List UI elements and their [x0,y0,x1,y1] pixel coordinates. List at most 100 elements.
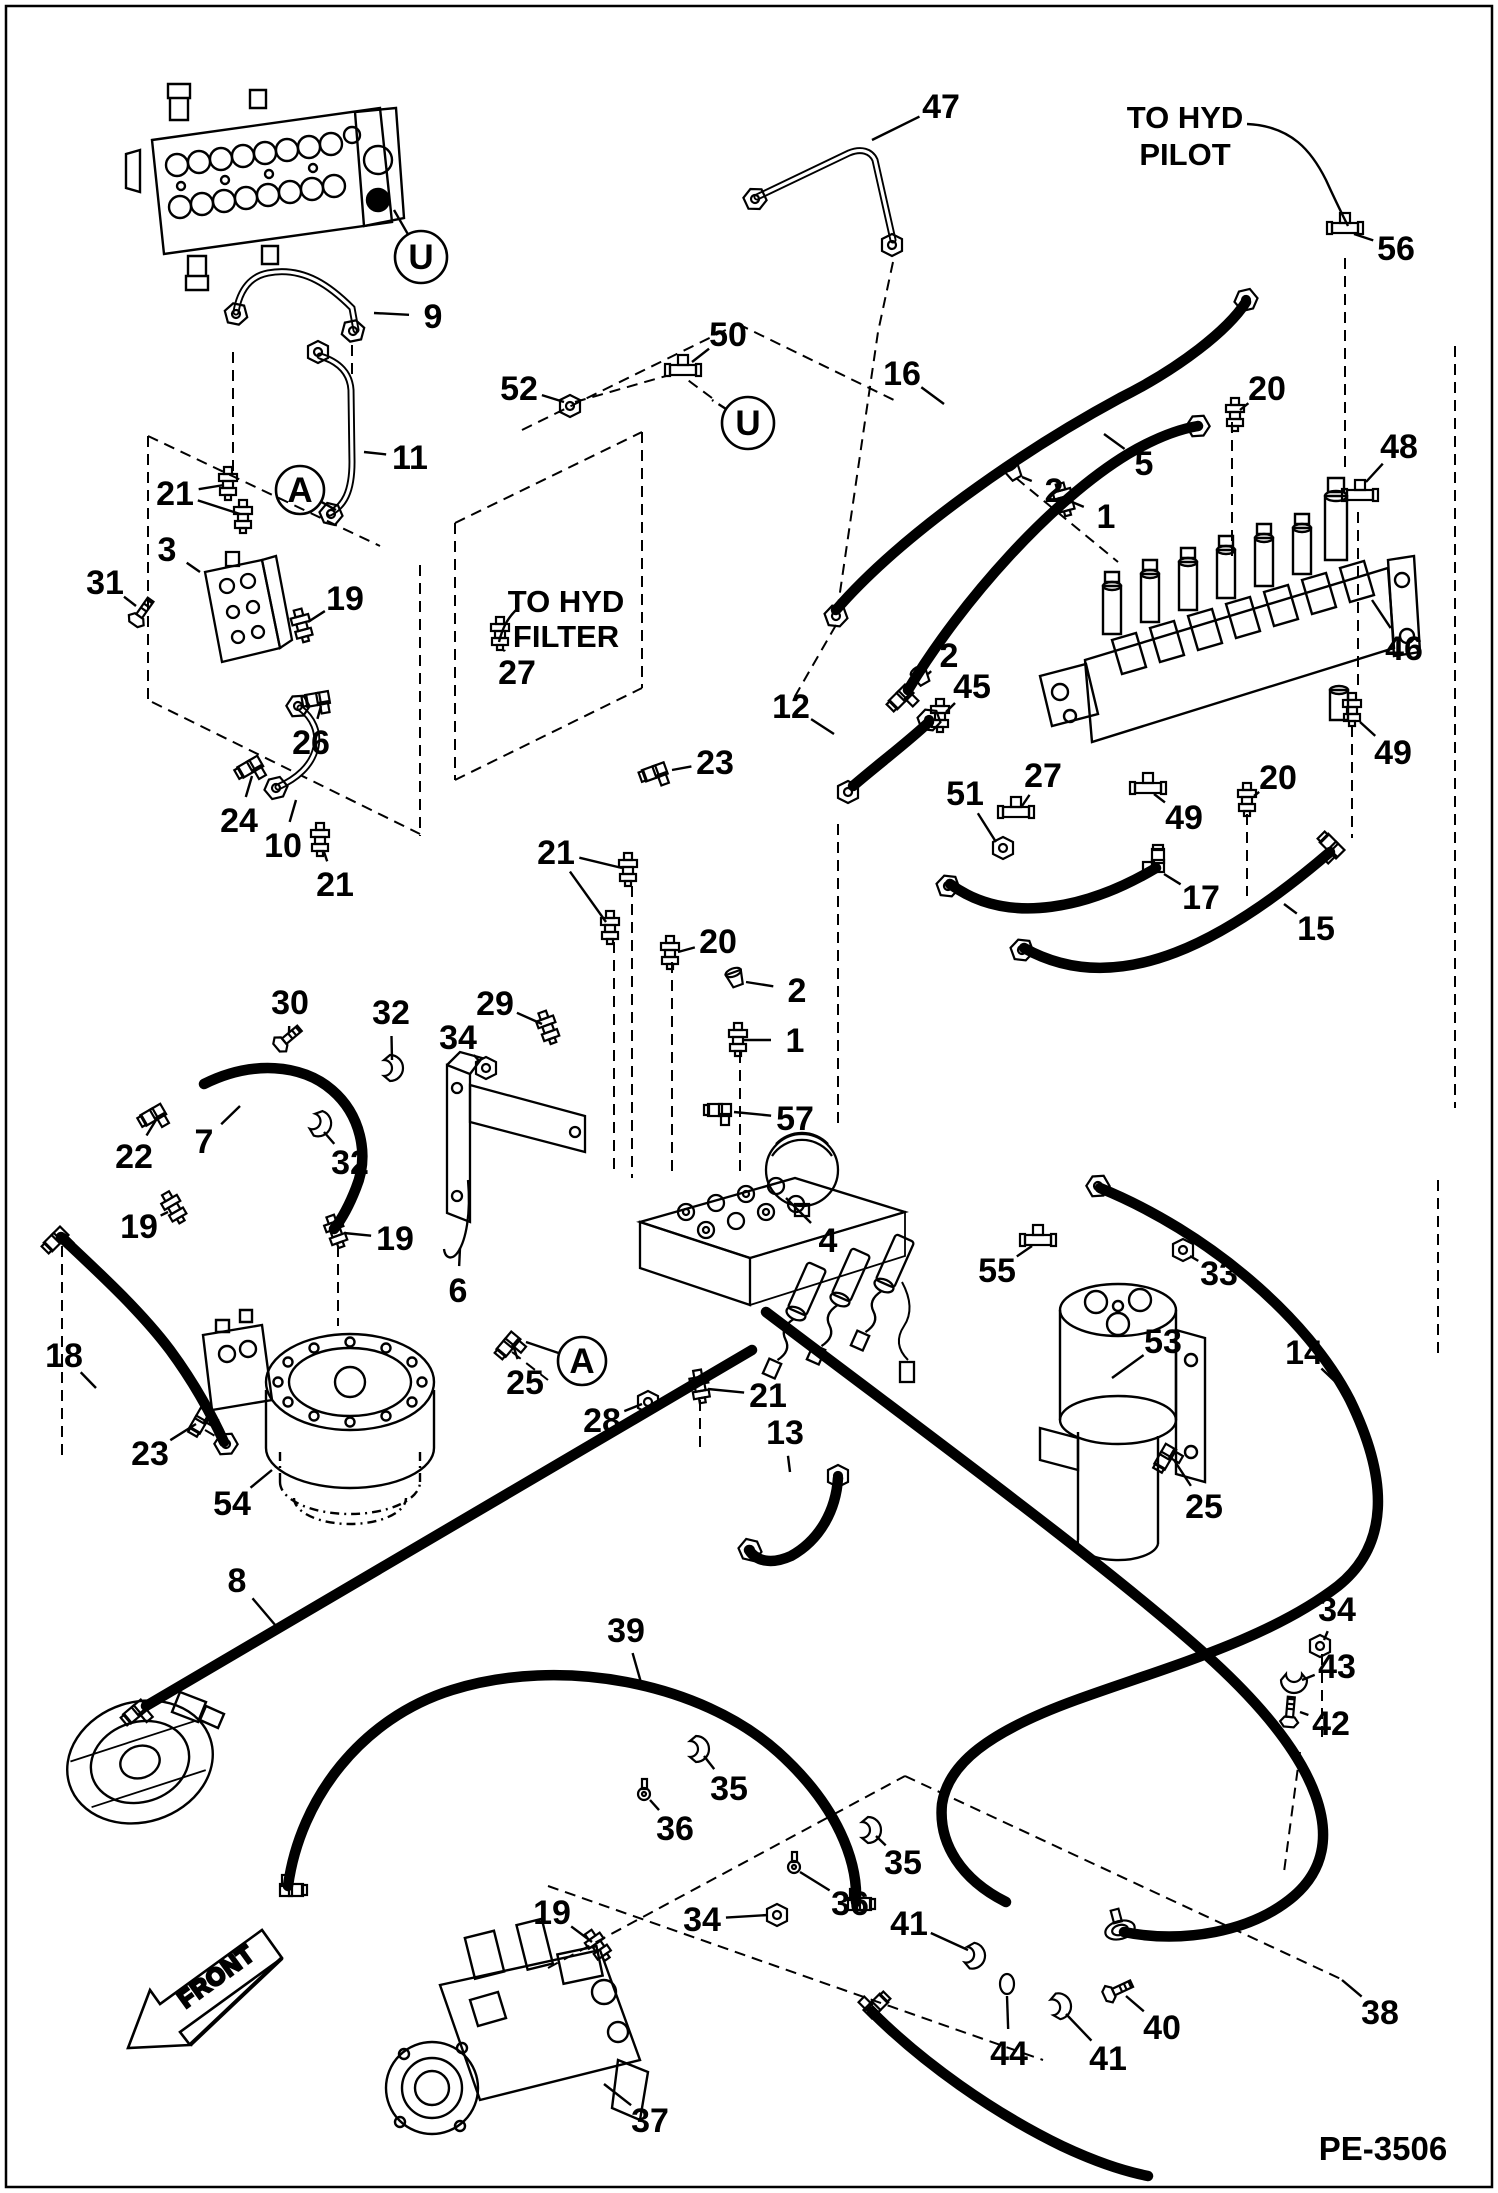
dash-line [521,323,739,431]
callout-25: 25 [506,1347,544,1402]
callout-16: 16 [883,355,945,405]
callout-35: 35 [703,1755,748,1808]
fitting-f [289,607,314,644]
hose [936,1182,1384,1908]
detail-marker-U: U [711,395,776,451]
fitting-e [493,1329,528,1361]
callout-29: 29 [476,985,543,1026]
fitting-b [1278,1695,1300,1729]
callout-43: 43 [1301,1648,1356,1686]
fitting-n [991,835,1015,861]
fitting-t [1340,478,1380,503]
fitting-e [702,1102,733,1127]
callout-2: 2 [745,972,807,1010]
svg-text:35: 35 [710,1770,748,1808]
valve-bank-top-left [124,82,406,292]
callout-30: 30 [271,984,309,1033]
fitting-n [916,708,942,732]
svg-text:26: 26 [292,724,330,762]
drive-motor-bottom-left [66,1690,226,1825]
svg-text:9: 9 [424,298,443,336]
dash-line [904,1775,1344,1981]
callout-49: 49 [1359,721,1412,772]
svg-text:17: 17 [1182,879,1220,917]
callout-24: 24 [220,775,258,840]
hose [760,1306,1329,1942]
fitting-t [663,353,703,378]
fitting-u [1001,459,1023,483]
hose [866,2006,1154,2182]
detail-marker-U: U [392,209,449,285]
manifold-3 [203,550,294,664]
callout-39: 39 [607,1612,645,1687]
bracket-6 [442,1050,587,1259]
fitting-f [688,1368,712,1405]
svg-text:54: 54 [213,1485,251,1523]
svg-text:31: 31 [86,564,124,602]
callout-36: 36 [799,1870,869,1923]
fitting-e [1316,830,1347,865]
svg-text:13: 13 [766,1414,804,1452]
svg-text:21: 21 [749,1377,787,1415]
callout-20: 20 [677,923,737,961]
svg-text:49: 49 [1165,799,1203,837]
fitting-n [1233,287,1259,313]
svg-text:10: 10 [264,827,302,865]
fitting-e [278,1873,309,1898]
detail-marker-A: A [274,464,337,516]
fitting-f [1341,691,1363,728]
svg-text:19: 19 [533,1894,571,1932]
callout-13: 13 [766,1414,804,1473]
callout-21: 21 [316,851,354,904]
callout-11: 11 [363,439,428,477]
callout-21: 21 [156,475,241,516]
fitting-n [1009,938,1035,962]
svg-text:34: 34 [683,1901,721,1939]
dash-line [737,323,899,403]
svg-text:30: 30 [271,984,309,1022]
svg-text:2: 2 [788,972,807,1010]
dash-line [793,624,837,699]
towing-valve-53 [1038,1282,1207,1562]
front-arrow: FRONT [126,1928,284,2050]
svg-text:18: 18 [45,1337,83,1375]
svg-text:20: 20 [1248,370,1286,408]
fitting-e [1141,843,1166,874]
svg-text:46: 46 [1385,630,1423,668]
callout-19: 19 [343,1220,414,1258]
svg-text:41: 41 [890,1905,928,1943]
svg-text:47: 47 [922,88,960,126]
svg-text:27: 27 [1024,757,1062,795]
svg-text:45: 45 [953,668,991,706]
callout-19: 19 [120,1208,169,1246]
callout-22: 22 [115,1119,158,1176]
svg-text:56: 56 [1377,230,1415,268]
detail-marker-A: A [525,1335,608,1387]
svg-text:34: 34 [1318,1591,1356,1629]
fitting-c [686,1734,711,1764]
fitting-f [1051,481,1076,518]
callout-38: 38 [1341,1979,1399,2032]
svg-text:TO HYD: TO HYD [1127,100,1244,135]
callout-25: 25 [1172,1459,1223,1526]
fitting-n [223,302,249,326]
callout-1: 1 [744,1022,804,1060]
svg-text:55: 55 [978,1252,1016,1290]
hose [944,862,1162,914]
callout-27: 27 [498,649,536,692]
reference-dash-lines [61,258,1456,2061]
callout-19: 19 [307,580,364,624]
fitting-t [1128,771,1168,796]
callout-32: 32 [372,994,410,1061]
fitting-b [272,1024,304,1053]
callout-42: 42 [1299,1705,1350,1743]
fitting-n [1171,1237,1195,1263]
svg-text:22: 22 [115,1138,153,1176]
figure-code: PE-3506 [1319,2130,1447,2167]
fitting-c [307,1109,333,1138]
callout-18: 18 [45,1337,97,1389]
callout-26: 26 [292,705,330,762]
